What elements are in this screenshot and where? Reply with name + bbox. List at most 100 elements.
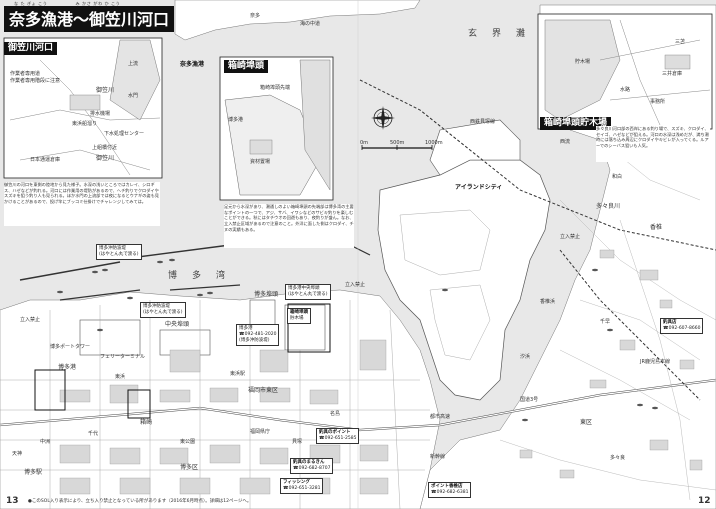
spot-box-chokuboku (287, 303, 331, 353)
inset-chokuboku-building (664, 54, 691, 70)
shop-name: フィッシング (283, 480, 310, 485)
label-meinohama: 名島 (330, 411, 341, 417)
spot-sub: (はやとん丸で渡る) (143, 309, 183, 315)
label-expressway: 都市高速 (430, 414, 451, 420)
shop-name: ポイント香椎店 (431, 484, 463, 489)
shop-tel: ☎092-607-8660 (663, 325, 701, 331)
shop-box-2: 釣具のまるきん ☎092-682-8707 (290, 458, 334, 474)
label-nakasu: 中洲 (40, 439, 51, 445)
spot-name: 博多港中央埠頭 (288, 286, 320, 291)
label-kashii: 香椎 (650, 224, 663, 231)
building-blocks (519, 249, 703, 479)
label-station-east: 東浜駅 (230, 371, 246, 377)
label-kashiihama: 香椎浜 (540, 299, 556, 305)
sea-label-hakata-bay: 博 多 湾 (168, 271, 229, 281)
spot-name: 博多港 (239, 326, 253, 331)
inset-title-chokuboku: 箱崎埠頭貯木場 (540, 117, 612, 130)
inset-label-sakyodo-note: 作業者専用階段に注意 (10, 78, 61, 84)
inset-label-hakata-port: 博多港 (228, 117, 244, 123)
spot-label-hakata-port: 博多港 ☎092-481-2020 (博多沖防波堤) (236, 324, 280, 346)
spot-box-mikasa (34, 369, 66, 411)
label-fukuoka-city: 福岡市東区 (248, 387, 279, 394)
label-tenjin: 天神 (12, 451, 23, 457)
label-shinkansen: 新幹線 (430, 454, 446, 460)
expressway-inner (0, 379, 716, 431)
label-higashihama: 東浜 (115, 374, 126, 380)
inset-label-sewer: 下水処理センター (104, 131, 145, 137)
shop-box-1: 釣具のポイント ☎092-651-2585 (316, 428, 360, 444)
island-city-block (429, 284, 491, 361)
inset-chokuboku-water (544, 19, 621, 121)
inset-label-office: 事務所 (650, 99, 666, 105)
inset-title-mikasa: 御笠川河口 (4, 42, 58, 55)
label-chihaya: 千早 (600, 319, 611, 325)
label-wajiro: 和白 (612, 174, 623, 180)
inset-label-canal: 水路 (620, 87, 631, 93)
scale-label-500: 500m (390, 140, 405, 146)
shop-name: 釣具のポイント (319, 430, 351, 435)
breakwater (19, 261, 121, 281)
note-hakozaki: 足元から水深があり、潮通しのよい箱崎埠頭の先端部は博多湾の主要なポイントの一つで… (224, 204, 354, 248)
inset-label-sakyodo: 作業者専用道 (10, 71, 41, 77)
shop-box-4: ポイント香椎店 ☎092-682-6381 (428, 482, 472, 498)
label-ferry: フェリーターミナル (100, 354, 146, 360)
note-mikasa: 御笠川の河口を東側の陸地から見た様子。水深の浅いところではカレイ、シロギス、ハゼ… (4, 182, 160, 226)
label-tatara: 多々良 (610, 455, 626, 461)
label-tatara-river: 多々良川 (596, 203, 621, 210)
railway (359, 79, 716, 251)
label-nishitetsu: 西鉄貝塚線 (470, 119, 496, 125)
label-port-tower: 博多ポートタワー (50, 344, 91, 350)
pier (79, 319, 141, 356)
spot-label-hakozaki: 箱崎埠頭 貯木場 (287, 308, 311, 324)
label-shiohama: 汐浜 (520, 354, 531, 360)
inset-mikasa-building (69, 94, 101, 111)
shop-name: 釣具のまるきん (293, 460, 325, 465)
shop-tel: ☎092-651-2585 (319, 435, 357, 441)
spot-box-hakozaki (127, 389, 151, 419)
scale-label-1000: 1000m (425, 140, 443, 146)
label-nata-port: 奈多漁港 (180, 61, 205, 68)
kashii-park-port (429, 119, 521, 176)
note-chokuboku: 多々良川河口部の西岸にある釣り場で、スズキ、クロダイ、セイゴ、ハゼなどが狙える。… (596, 126, 710, 162)
inset-label-gate: 水門 (128, 93, 139, 99)
inset-label-mikasa: 御笠川 (96, 155, 115, 162)
railway (559, 249, 701, 401)
label-kenchou: 福岡県庁 (250, 429, 271, 435)
inset-label-nihon-sugar: 日本通運倉庫 (30, 157, 61, 163)
label-nata: 奈多 (250, 13, 261, 19)
spot-label-chuo-wharf: 博多港中央埠頭 (はやとん丸で渡る) (285, 284, 331, 300)
breakwater (169, 284, 241, 291)
inset-label-hakozaki-tip: 箱崎埠頭先端 (260, 85, 291, 91)
label-west-park: 東公園 (180, 439, 196, 445)
footer-note: ●このSOL入り表示により、立ち入り禁止となっている所があります（2016年6月… (28, 499, 252, 504)
inset-label-blt-yard: 資材置場 (250, 159, 271, 165)
inset-title-hakozaki: 箱崎埠頭 (224, 60, 269, 73)
spot-label-breakwater-2: 博多沖防波堤 (はやとん丸で渡る) (140, 302, 186, 318)
label-hakozaki: 箱崎 (140, 419, 153, 426)
page-number-right: 12 (698, 496, 711, 506)
label-hakata-ward: 博多区 (180, 464, 199, 471)
label-chuo-wharf: 中央埠頭 (165, 321, 190, 328)
label-no-entry-3: 立入禁止 (560, 234, 581, 240)
inset-mikasa-water (109, 39, 161, 121)
page-number-left: 13 (6, 496, 19, 506)
spot-tel: ☎092-481-2020 (239, 331, 277, 337)
label-hakata-station: 博多駅 (24, 469, 43, 476)
inset-hakozaki-water (299, 59, 331, 191)
label-no-entry: 立入禁止 (345, 282, 366, 288)
label-hakata-port: 博多港 (58, 364, 77, 371)
label-hakata-wharf: 博多埠頭 (254, 291, 279, 298)
scale-label-0: 0m (360, 140, 369, 146)
island-city-block (399, 209, 491, 276)
label-hinode-beach: 海の中道 (300, 21, 321, 27)
spot-sub: 貯木場 (290, 315, 304, 321)
breakwater (129, 244, 231, 259)
inset-chokuboku-roads (599, 19, 711, 126)
spot-label-breakwater-1: 博多沖防波堤 (はやとん丸で渡る) (96, 244, 142, 260)
shop-name: 釣具店 (663, 320, 677, 325)
sea-label-genkai: 玄 界 灘 (468, 29, 529, 39)
label-kaizuka: 貝塚 (292, 439, 303, 445)
inset-label-upstream: 上流 (128, 61, 139, 67)
scale-bar (361, 145, 433, 150)
spot-sub: (はやとん丸で渡る) (288, 291, 328, 297)
